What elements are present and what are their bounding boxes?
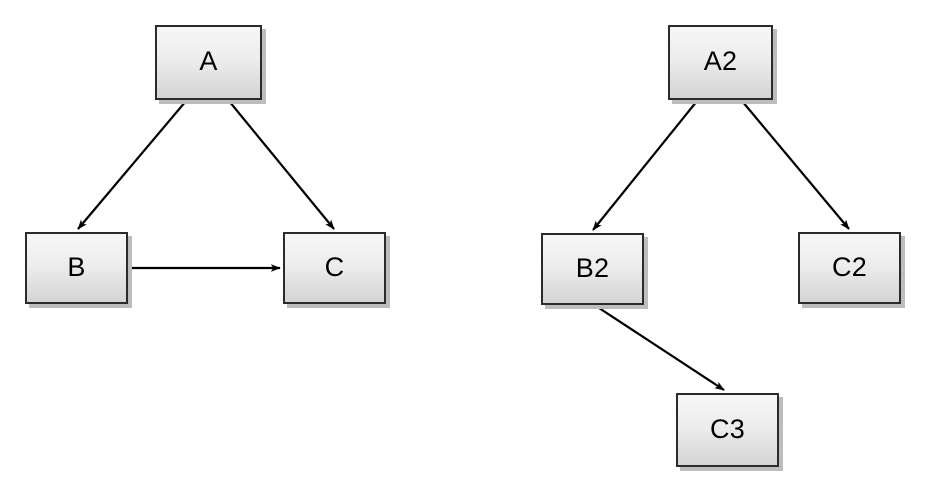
edge-a-to-c <box>228 100 335 230</box>
node-label-c3: C3 <box>709 413 746 444</box>
node-label-a: A <box>199 46 218 76</box>
edge-b2-to-c3 <box>595 305 725 391</box>
edge-a2-to-b2 <box>592 100 698 231</box>
node-label-b2: B2 <box>575 252 610 283</box>
node-a2[interactable]: A2 <box>668 25 773 100</box>
node-c[interactable]: C <box>283 232 386 304</box>
node-label-c: C <box>324 251 345 282</box>
node-b[interactable]: B <box>25 232 128 304</box>
node-c2[interactable]: C2 <box>798 232 901 304</box>
node-c3[interactable]: C3 <box>676 393 779 467</box>
node-label-a2: A2 <box>703 46 738 76</box>
node-b2[interactable]: B2 <box>541 233 644 305</box>
node-label-b: B <box>67 251 86 282</box>
edge-a2-to-c2 <box>741 100 850 230</box>
node-label-c2: C2 <box>831 251 868 282</box>
edge-a-to-b <box>77 100 187 230</box>
node-a[interactable]: A <box>155 25 262 100</box>
